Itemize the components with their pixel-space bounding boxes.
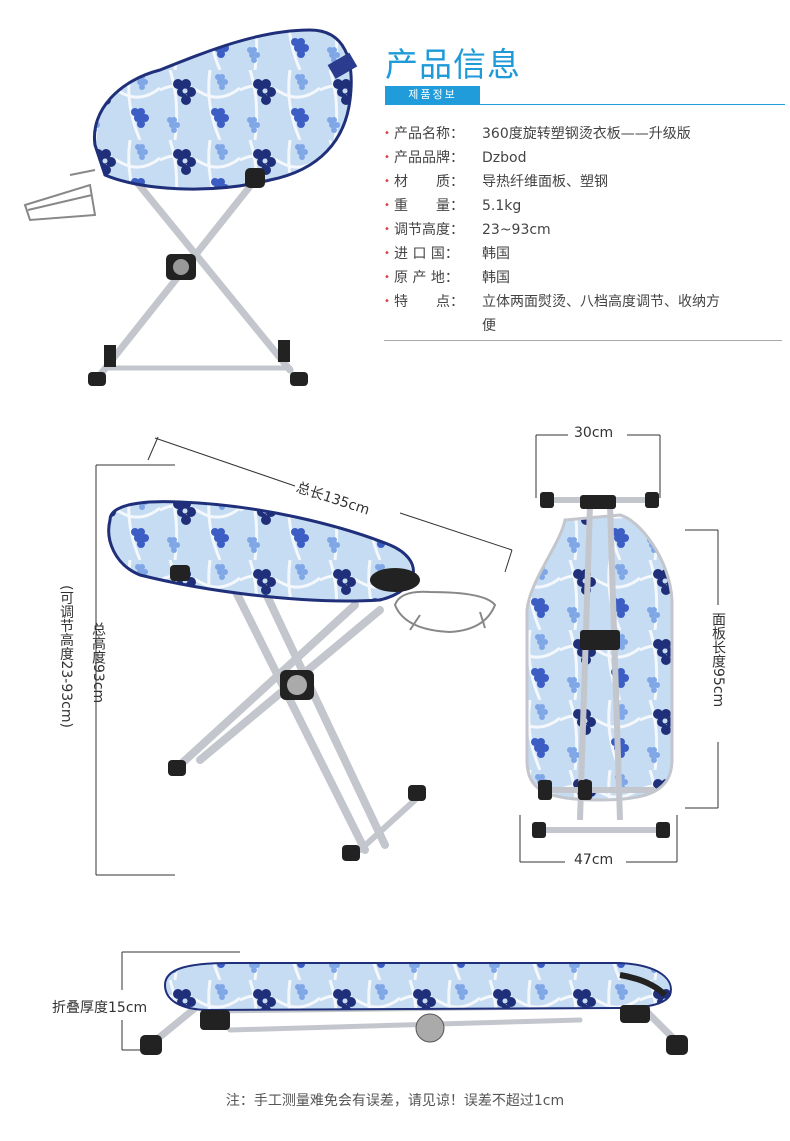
spec-value: 360度旋转塑钢烫衣板——升级版 (482, 126, 691, 142)
spec-label: 调节高度： (394, 222, 464, 238)
info-badge: 제품정보 (385, 86, 480, 104)
measurement-note: 注：手工测量难免会有误差，请见谅！误差不超过1cm (225, 1093, 565, 1109)
spec-row-brand: • 产品品牌： Dzbod (384, 146, 784, 170)
iron-rest-icon (393, 590, 497, 634)
bullet-icon: • (384, 296, 390, 307)
info-divider (385, 104, 785, 105)
adjustable-height-label: (可调节高度23-93cm) (58, 585, 74, 728)
spec-label: 进 口 国： (394, 246, 459, 262)
bullet-icon: • (384, 224, 390, 235)
spec-value: 立体两面熨烫、八档高度调节、收纳方便 (482, 294, 720, 334)
spec-value: 韩国 (482, 246, 510, 262)
bullet-icon: • (384, 152, 390, 163)
panel-length-label: 面板长度95cm (710, 612, 726, 708)
folded-thickness-label: 折叠厚度15cm (52, 1000, 148, 1016)
width-label: 30cm (574, 425, 614, 441)
bullet-icon: • (384, 272, 390, 283)
bullet-icon: • (384, 128, 390, 139)
board-top (525, 513, 674, 802)
spec-label: 原 产 地： (394, 270, 459, 286)
spec-list: • 产品名称： 360度旋转塑钢烫衣板——升级版 • 产品品牌： Dzbod •… (384, 122, 784, 338)
spec-row-height: • 调节高度： 23~93cm (384, 218, 784, 242)
bullet-icon: • (384, 200, 390, 211)
spec-value: 韩国 (482, 270, 510, 286)
board-top (163, 962, 672, 1012)
spec-divider (384, 340, 782, 341)
spec-row-import-country: • 进 口 国： 韩国 (384, 242, 784, 266)
bullet-icon: • (384, 176, 390, 187)
spec-row-features: • 特 点： 立体两面熨烫、八档高度调节、收纳方便 (384, 290, 784, 338)
bottom-width-label: 47cm (574, 852, 614, 868)
spec-row-material: • 材 质： 导热纤维面板、塑钢 (384, 170, 784, 194)
spec-value: 23~93cm (482, 222, 551, 238)
spec-label: 产品名称： (394, 126, 464, 142)
total-height-label: 总高度93cm (90, 622, 106, 704)
spec-label: 特 点： (394, 294, 464, 310)
spec-label: 重 量： (394, 198, 464, 214)
spec-row-weight: • 重 量： 5.1kg (384, 194, 784, 218)
spec-value: 5.1kg (482, 198, 522, 214)
spec-value: Dzbod (482, 150, 527, 166)
spec-value: 导热纤维面板、塑钢 (482, 174, 608, 190)
iron-rest-icon (23, 169, 97, 222)
spec-row-name: • 产品名称： 360度旋转塑钢烫衣板——升级版 (384, 122, 784, 146)
info-title: 产品信息 (385, 45, 521, 84)
spec-label: 产品品牌： (394, 150, 464, 166)
bullet-icon: • (384, 248, 390, 259)
spec-label: 材 质： (394, 174, 464, 190)
spec-row-origin: • 原 产 地： 韩国 (384, 266, 784, 290)
